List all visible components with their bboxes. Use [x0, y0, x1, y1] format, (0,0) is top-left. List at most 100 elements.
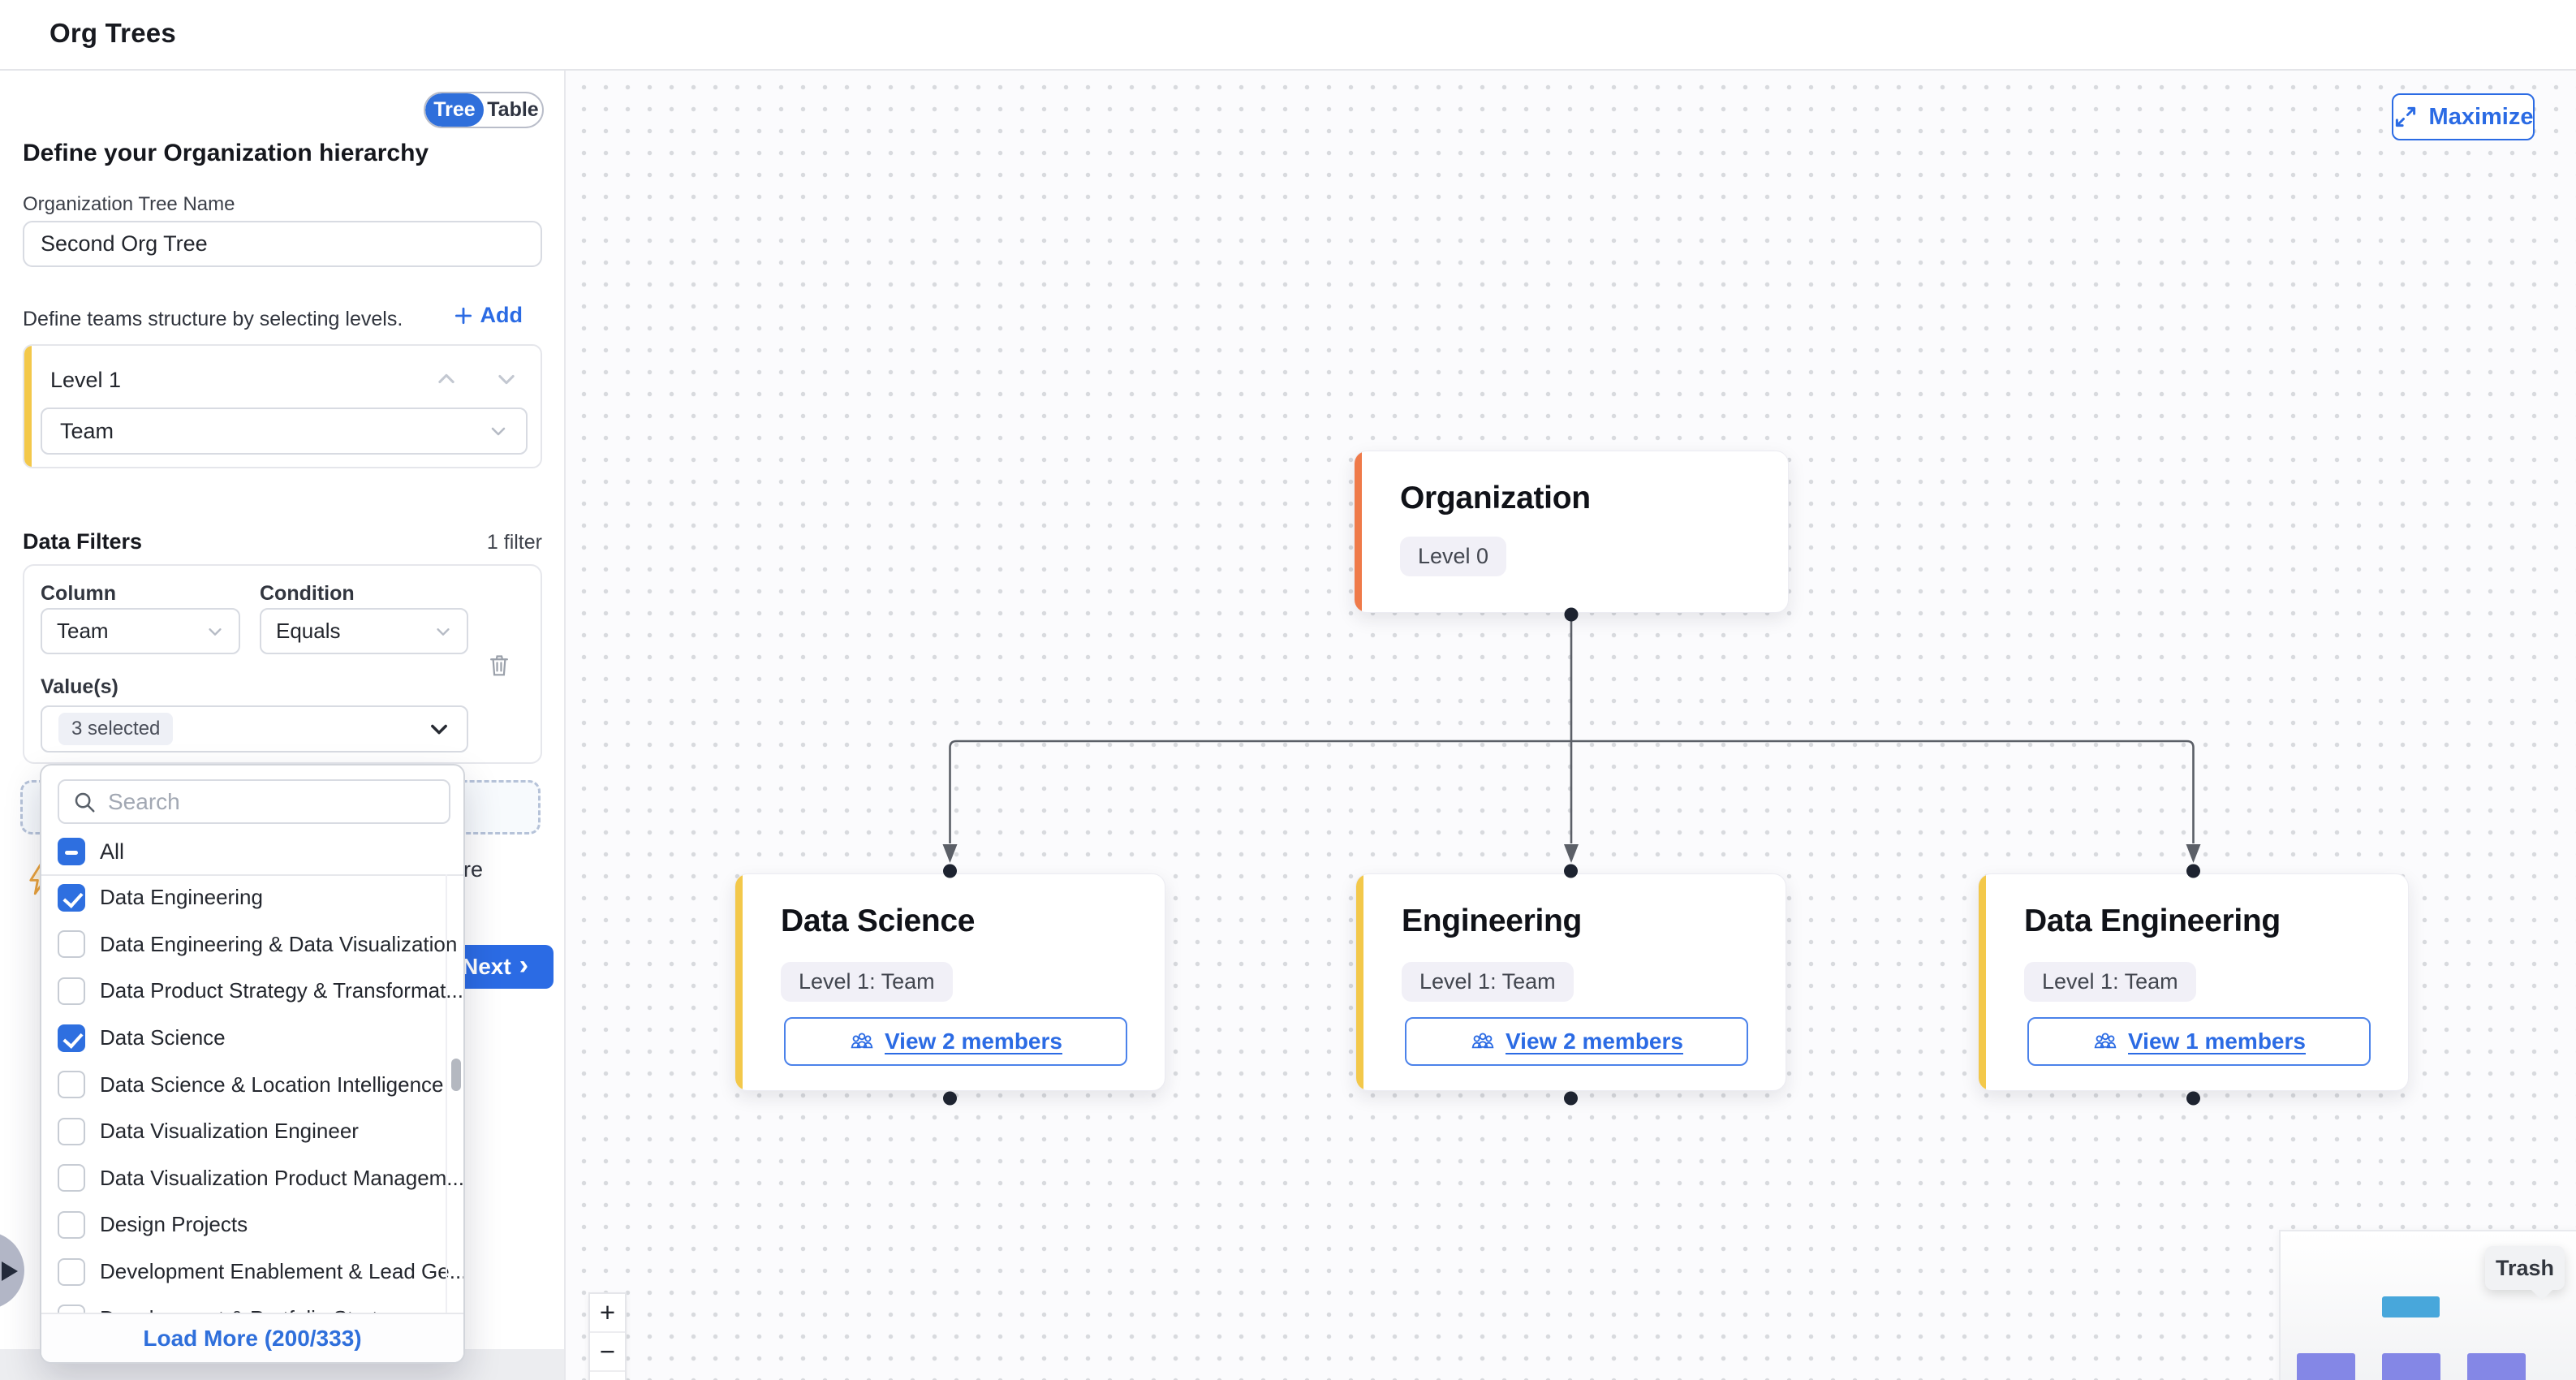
tree-name-label: Organization Tree Name	[23, 193, 235, 215]
node-level-badge: Level 1: Team	[781, 962, 953, 1002]
node-accent-bar	[735, 874, 743, 1090]
option-checkbox[interactable]	[58, 1164, 85, 1192]
chevron-down-icon	[437, 627, 450, 636]
option-checkbox[interactable]	[58, 1210, 85, 1239]
zoom-in-button[interactable]: +	[590, 1294, 625, 1333]
view-members-button[interactable]: View 1 members	[2027, 1017, 2371, 1066]
option-checkbox[interactable]	[58, 1117, 85, 1145]
dropdown-option-row[interactable]: Data Engineering & Data Visualization	[41, 921, 463, 968]
org-node-child[interactable]: Data Engineering Level 1: Team View 1 me…	[1978, 873, 2409, 1091]
org-node-child[interactable]: Engineering Level 1: Team View 2 members	[1355, 873, 1786, 1091]
maximize-button[interactable]: Maximize	[2392, 93, 2535, 140]
fit-view-button[interactable]	[590, 1372, 625, 1380]
view-members-label: View 2 members	[1506, 1029, 1683, 1054]
filter-card: Column Condition Team Equals Value(s) 3 …	[23, 564, 542, 764]
node-accent-bar	[1356, 874, 1363, 1090]
values-label: Value(s)	[41, 675, 118, 698]
node-title: Organization	[1400, 481, 1591, 515]
search-icon	[75, 792, 95, 812]
option-checkbox[interactable]	[58, 1257, 85, 1286]
node-level-badge: Level 1: Team	[2024, 962, 2196, 1002]
toggle-table[interactable]: Table	[487, 98, 539, 121]
option-checkbox[interactable]	[58, 1024, 85, 1052]
dropdown-option-row[interactable]: Data Visualization Product Managem...	[41, 1155, 463, 1202]
view-toggle: Tree Table	[424, 92, 544, 128]
org-node-child[interactable]: Data Science Level 1: Team View 2 member…	[734, 873, 1165, 1091]
dropdown-option-row[interactable]: Data Visualization Engineer	[41, 1108, 463, 1155]
chevron-down-icon	[209, 627, 222, 636]
scrollbar-thumb[interactable]	[451, 1059, 461, 1091]
option-checkbox[interactable]	[58, 930, 85, 959]
view-members-label: View 2 members	[885, 1029, 1062, 1054]
dropdown-option-row[interactable]: Data Engineering	[41, 874, 463, 921]
chevron-down-icon[interactable]	[495, 368, 518, 390]
level-type-select[interactable]: Team	[41, 408, 528, 455]
dropdown-option-row[interactable]: Data Science & Location Intelligence	[41, 1061, 463, 1108]
node-title: Data Science	[781, 903, 976, 938]
option-label: Data Visualization Product Managem...	[100, 1165, 463, 1190]
add-level-button[interactable]: Add	[453, 303, 523, 328]
delete-filter-button[interactable]	[487, 652, 511, 682]
option-label: Data Engineering & Data Visualization	[100, 931, 458, 956]
org-chart-edges	[942, 607, 2201, 1106]
values-multiselect[interactable]: 3 selected	[41, 705, 468, 753]
level-title: Level 1	[50, 368, 122, 392]
condition-select[interactable]: Equals	[260, 608, 468, 654]
plus-icon	[454, 307, 472, 324]
node-title: Engineering	[1402, 903, 1583, 938]
connection-handle	[2186, 1091, 2200, 1106]
minimap-root-node	[2382, 1296, 2440, 1317]
column-select[interactable]: Team	[41, 608, 240, 654]
chevron-up-icon[interactable]	[435, 368, 458, 390]
view-members-label: View 1 members	[2128, 1029, 2306, 1054]
view-members-button[interactable]: View 2 members	[784, 1017, 1127, 1066]
node-title: Data Engineering	[2024, 903, 2281, 938]
selected-count-chip: 3 selected	[58, 713, 174, 745]
option-label: Design Projects	[100, 1212, 248, 1237]
option-label: Data Science	[100, 1025, 226, 1050]
option-checkbox[interactable]	[58, 977, 85, 1005]
dropdown-option-row[interactable]: Design Projects	[41, 1201, 463, 1248]
view-members-button[interactable]: View 2 members	[1405, 1017, 1748, 1066]
option-label: Data Engineering	[100, 885, 263, 910]
dropdown-footer: Load More (200/333)	[41, 1313, 463, 1362]
dropdown-option-row[interactable]: Development Enablement & Lead Ge...	[41, 1248, 463, 1296]
minimap-child-node	[2382, 1353, 2440, 1380]
option-checkbox[interactable]	[58, 883, 85, 912]
org-chart-canvas[interactable]: Maximize	[564, 71, 2576, 1380]
top-bar: Org Trees	[0, 0, 2576, 71]
dropdown-search-input[interactable]	[108, 788, 433, 815]
select-all-checkbox[interactable]	[58, 838, 85, 865]
data-filters-heading: Data Filters	[23, 529, 143, 554]
chevron-down-icon	[431, 724, 447, 735]
connection-handle	[1564, 1091, 1578, 1106]
toggle-tree[interactable]: Tree	[425, 93, 484, 127]
org-node-root[interactable]: Organization Level 0	[1354, 451, 1789, 613]
node-accent-bar	[1979, 874, 1986, 1090]
page-title: Org Trees	[50, 18, 176, 48]
dropdown-options-list: Data Engineering Data Engineering & Data…	[41, 874, 463, 1316]
minimap-child-node	[2297, 1353, 2355, 1380]
people-icon	[1471, 1033, 1494, 1049]
select-all-row[interactable]: All	[58, 829, 124, 874]
people-icon	[851, 1033, 873, 1049]
tree-name-input[interactable]	[41, 231, 519, 257]
chevron-down-icon	[491, 427, 506, 436]
option-checkbox[interactable]	[58, 1071, 85, 1099]
dropdown-option-row[interactable]: Data Product Strategy & Transformat...	[41, 968, 463, 1015]
column-label: Column	[41, 582, 117, 605]
divider	[41, 874, 463, 876]
level-accent-bar	[24, 346, 32, 467]
node-level-badge: Level 0	[1400, 537, 1507, 576]
people-icon	[2094, 1033, 2117, 1049]
zoom-out-button[interactable]: −	[590, 1333, 625, 1372]
dropdown-search-field	[58, 779, 450, 824]
connection-handle	[943, 1091, 957, 1106]
trash-icon	[490, 655, 508, 676]
load-more-link[interactable]: Load More (200/333)	[143, 1325, 362, 1351]
values-dropdown-panel: All Data Engineering Data Engineering & …	[40, 764, 465, 1364]
scrollbar-track	[446, 874, 447, 1316]
option-label: Development Enablement & Lead Ge...	[100, 1259, 463, 1284]
canvas-zoom-controls: + −	[588, 1292, 627, 1380]
dropdown-option-row[interactable]: Data Science	[41, 1015, 463, 1062]
